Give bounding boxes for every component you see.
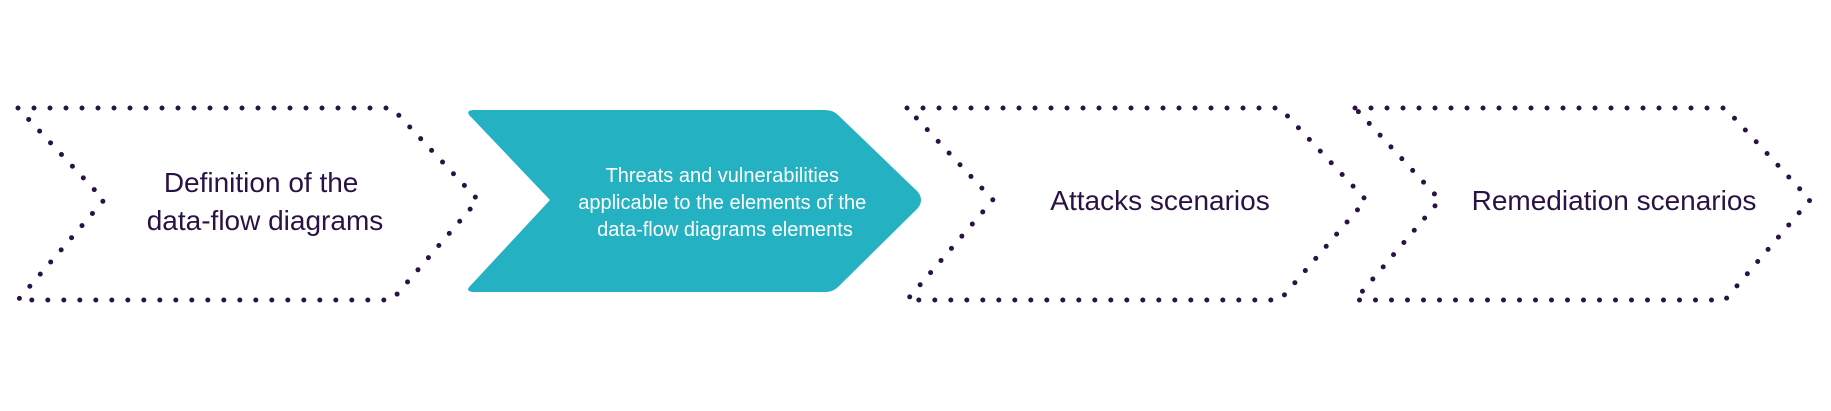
step-1-chevron-outline <box>15 105 481 303</box>
step-3-chevron-outline <box>904 105 1369 303</box>
step-1-definition-of-dfd: Definition of the data-flow diagrams <box>15 105 481 303</box>
step-4-chevron-outline <box>1352 105 1813 303</box>
step-2-threats-and-vulnerabilities: Threats and vulnerabilities applicable t… <box>468 110 921 292</box>
step-3-attacks-scenarios: Attacks scenarios <box>904 105 1369 303</box>
step-3-label: Attacks scenarios <box>1050 185 1269 216</box>
step-4-label: Remediation scenarios <box>1472 185 1757 216</box>
step-2-label: Threats and vulnerabilities applicable t… <box>578 165 872 241</box>
step-2-chevron-filled <box>468 110 921 292</box>
step-1-label: Definition of the data-flow diagrams <box>147 167 384 236</box>
step-4-remediation-scenarios: Remediation scenarios <box>1352 105 1813 303</box>
